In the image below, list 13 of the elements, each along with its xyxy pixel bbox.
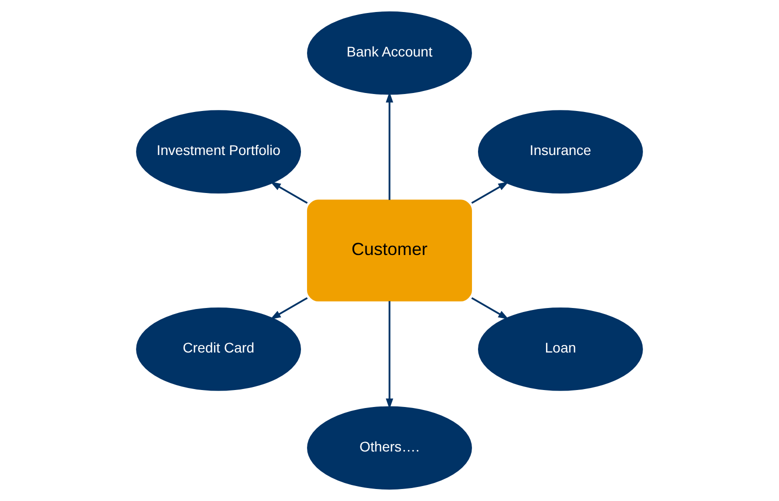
node-ellipse: Loan [478,308,643,391]
arrow [386,92,394,200]
arrow [471,182,509,204]
arrow [270,182,308,204]
node-ellipse: Bank Account [307,11,472,95]
arrow [270,297,308,320]
node-ellipse: Investment Portfolio [136,110,301,194]
node-box: Customer [307,200,472,302]
node-ellipse: Credit Card [136,308,301,391]
node-ellipse: Insurance [478,110,643,194]
arrow [386,301,394,410]
arrow [471,297,509,320]
node-ellipse: Others…. [307,406,472,490]
